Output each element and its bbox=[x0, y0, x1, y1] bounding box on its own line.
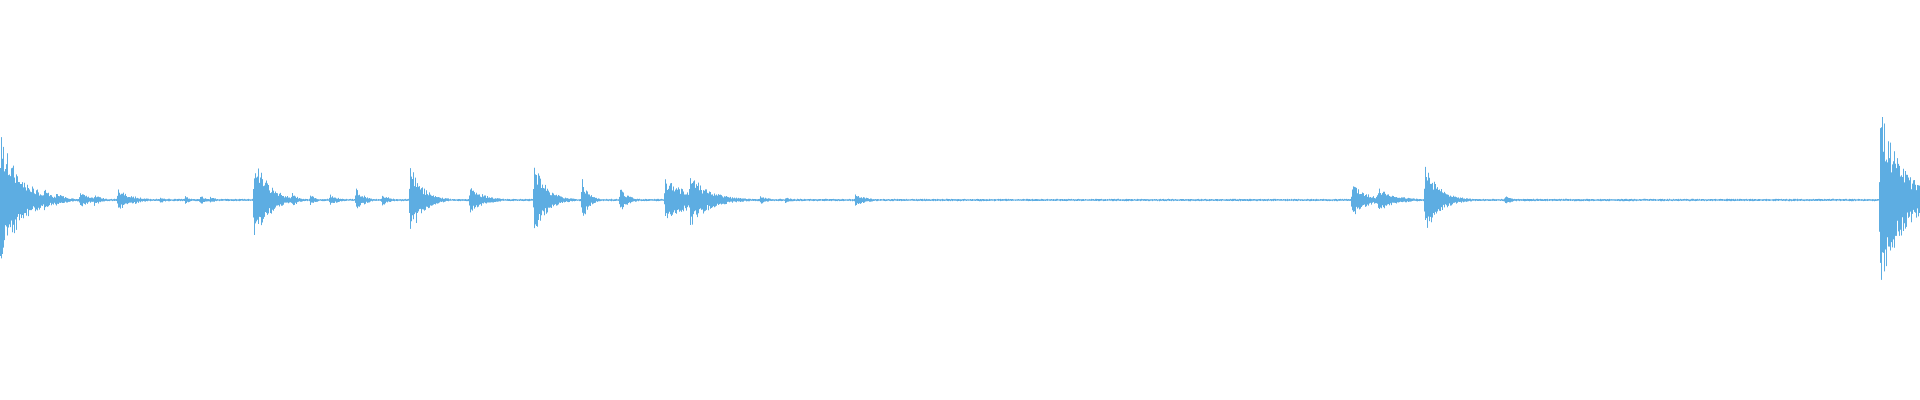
waveform-path bbox=[0, 117, 1920, 280]
